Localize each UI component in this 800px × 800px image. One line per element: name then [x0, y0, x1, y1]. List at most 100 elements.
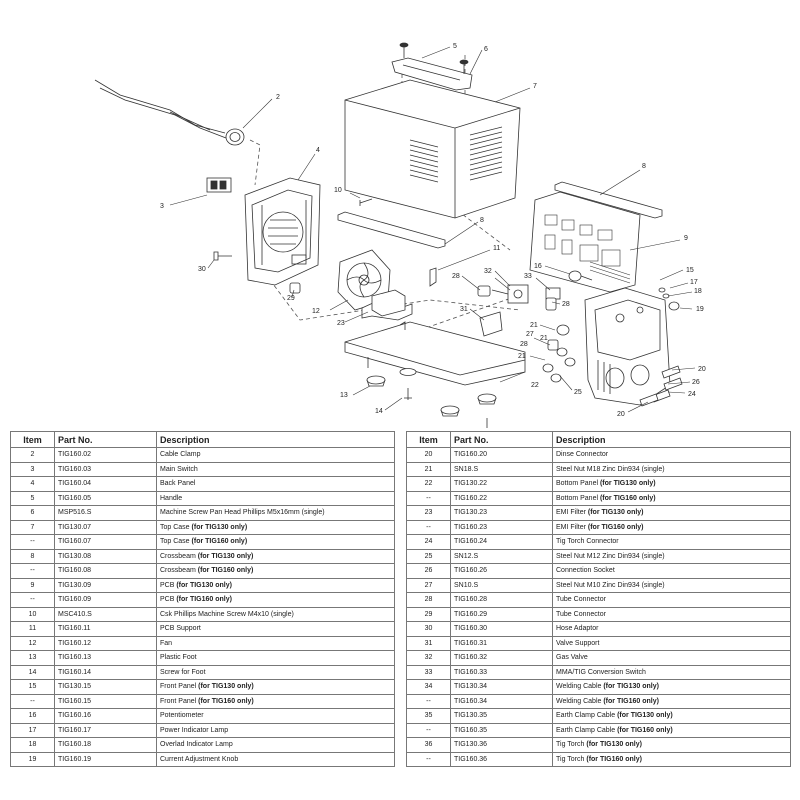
description-text: Earth Clamp Cable — [556, 712, 618, 720]
cable-clamp-part — [225, 128, 245, 146]
callout-7: 7 — [533, 83, 537, 90]
description-cell: Connection Socket — [552, 563, 791, 579]
description-cell: Earth Clamp Cable (for TIG130 only) — [552, 708, 791, 724]
crossbeam-left-part — [337, 211, 446, 249]
callout-8a: 8 — [642, 163, 646, 170]
pcb-support-part — [429, 267, 437, 287]
part-no-cell: TIG160.26 — [450, 563, 553, 579]
description-text: Top Case — [160, 538, 192, 546]
item-cell: -- — [406, 693, 451, 709]
part-no-cell: TIG160.29 — [450, 606, 553, 622]
item-cell: 30 — [406, 621, 451, 637]
pcb-part — [529, 191, 641, 293]
steel-nut-part — [542, 324, 576, 383]
part-no-cell: TIG160.16 — [54, 708, 157, 724]
model-note: (for TIG160 only) — [198, 697, 254, 705]
callout-2: 2 — [276, 94, 280, 101]
description-cell: Crossbeam (for TIG130 only) — [156, 548, 395, 564]
screw-10-part — [359, 198, 373, 206]
part-no-cell: TIG160.13 — [54, 650, 157, 666]
description-cell: Dinse Connector — [552, 447, 791, 463]
callout-28b: 28 — [562, 301, 570, 308]
description-text: Steel Nut M12 Zinc Din934 (single) — [556, 552, 665, 560]
item-cell: 26 — [406, 563, 451, 579]
item-cell: 7 — [10, 519, 55, 535]
item-cell: 33 — [406, 664, 451, 680]
part-no-cell: TIG160.14 — [54, 664, 157, 680]
item-cell: 8 — [10, 548, 55, 564]
callout-4: 4 — [316, 147, 320, 154]
part-no-cell: SN18.S — [450, 461, 553, 477]
callout-11: 11 — [493, 245, 500, 252]
description-text: PCB — [160, 581, 177, 589]
description-text: Crossbeam — [160, 567, 198, 575]
callout-8b: 8 — [480, 217, 484, 224]
header-description: Description — [156, 431, 395, 448]
callout-28a: 28 — [452, 273, 460, 280]
description-cell: Main Switch — [156, 461, 395, 477]
callout-31: 31 — [460, 306, 468, 313]
header-part-no: Part No. — [450, 431, 553, 448]
description-text: Current Adjustment Knob — [160, 755, 239, 763]
part-no-cell: TIG130.23 — [450, 505, 553, 521]
description-cell: Steel Nut M12 Zinc Din934 (single) — [552, 548, 791, 564]
description-cell: Bottom Panel (for TIG130 only) — [552, 476, 791, 492]
part-no-cell: TIG160.02 — [54, 447, 157, 463]
item-cell: 10 — [10, 606, 55, 622]
description-text: Welding Cable — [556, 683, 604, 691]
item-cell: 19 — [10, 751, 55, 767]
item-cell: 36 — [406, 737, 451, 753]
header-description: Description — [552, 431, 791, 448]
description-text: Connection Socket — [556, 567, 615, 575]
part-no-cell: TIG160.19 — [54, 751, 157, 767]
item-cell: 16 — [10, 708, 55, 724]
callout-30: 30 — [198, 266, 206, 273]
part-no-cell: TIG130.22 — [450, 476, 553, 492]
description-cell: Steel Nut M10 Zinc Din934 (single) — [552, 577, 791, 593]
description-cell: Crossbeam (for TIG160 only) — [156, 563, 395, 579]
description-text: Power Indicator Lamp — [160, 726, 229, 734]
callout-24: 24 — [688, 391, 696, 398]
item-cell: 23 — [406, 505, 451, 521]
description-text: Tig Torch Connector — [556, 538, 619, 546]
header-item: Item — [406, 431, 451, 448]
item-cell: 20 — [406, 447, 451, 463]
part-no-cell: TIG160.17 — [54, 722, 157, 738]
description-cell: Csk Phillips Machine Screw M4x10 (single… — [156, 606, 395, 622]
description-text: Bottom Panel — [556, 480, 600, 488]
description-cell: Power Indicator Lamp — [156, 722, 395, 738]
item-cell: -- — [10, 592, 55, 608]
plastic-foot-part — [366, 368, 497, 417]
model-note: (for TIG160 only) — [599, 494, 656, 502]
description-text: Screw for Foot — [160, 668, 206, 676]
description-text: Plastic Foot — [160, 654, 197, 662]
description-text: PCB — [160, 596, 177, 604]
model-note: (for TIG130 only) — [191, 523, 248, 531]
description-text: EMI Filter — [556, 523, 588, 531]
table-header-row: Item Part No. Description — [10, 431, 395, 448]
part-no-cell: TIG160.34 — [450, 693, 553, 709]
callout-27: 27 — [526, 331, 534, 338]
item-cell: -- — [10, 563, 55, 579]
description-text: Crossbeam — [160, 552, 198, 560]
model-note: (for TIG160 only) — [603, 697, 659, 705]
part-no-cell: TIG160.33 — [450, 664, 553, 680]
part-no-cell: TIG130.07 — [54, 519, 157, 535]
description-cell: Fan — [156, 635, 395, 651]
part-no-cell: TIG160.28 — [450, 592, 553, 608]
